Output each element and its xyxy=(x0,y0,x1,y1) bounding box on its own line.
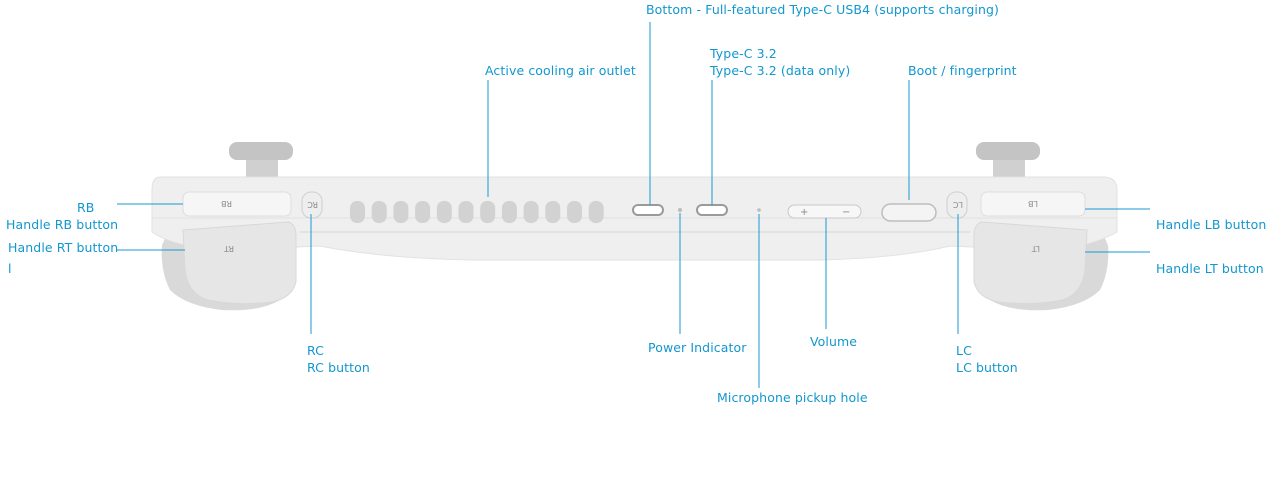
label-rb: RB xyxy=(77,200,95,215)
vent-slot xyxy=(501,201,517,223)
rc-button[interactable] xyxy=(301,191,323,219)
rt-engraving: RT xyxy=(224,244,234,253)
label-microphone: Microphone pickup hole xyxy=(717,390,868,405)
vent-slot xyxy=(371,201,387,223)
label-handle-rt-tail: l xyxy=(8,261,12,276)
usb4-port xyxy=(632,204,664,216)
label-volume: Volume xyxy=(810,334,858,349)
label-lc: LC xyxy=(956,343,972,358)
label-lc-group: LC LC button xyxy=(956,342,1018,376)
vent-slot xyxy=(567,201,582,223)
label-cooling: Active cooling air outlet xyxy=(485,63,636,78)
vent-slot xyxy=(523,201,539,223)
vent-slot xyxy=(588,201,604,223)
label-handle-rb: Handle RB button xyxy=(6,217,119,232)
power-fingerprint-button[interactable] xyxy=(881,203,937,222)
label-power-indicator: Power Indicator xyxy=(648,340,747,355)
label-rc-button: RC button xyxy=(307,360,370,375)
vent-slot xyxy=(393,201,409,223)
type-c-port xyxy=(696,204,728,216)
vent-slot xyxy=(415,201,431,223)
label-rc-group: RC RC button xyxy=(307,342,370,376)
rb-button[interactable] xyxy=(182,191,292,217)
label-rc: RC xyxy=(307,343,324,358)
microphone-hole xyxy=(757,208,761,212)
label-type-c-2: Type-C 3.2 (data only) xyxy=(710,63,851,78)
volume-plus-icon: + xyxy=(800,207,808,218)
lt-engraving: LT xyxy=(1032,244,1040,253)
lb-button[interactable] xyxy=(980,191,1086,217)
vent-slot xyxy=(350,201,365,223)
lt-button[interactable] xyxy=(973,221,1088,305)
left-thumbstick xyxy=(976,142,1040,178)
vent-slot xyxy=(480,201,496,223)
vent-slot xyxy=(545,201,561,223)
label-lc-button: LC button xyxy=(956,360,1018,375)
lc-engraving: LC xyxy=(953,200,963,209)
right-thumbstick xyxy=(229,142,293,178)
rc-engraving: RC xyxy=(307,200,318,209)
label-boot: Boot / fingerprint xyxy=(908,63,1017,78)
power-indicator-led xyxy=(678,208,682,212)
rb-engraving: RB xyxy=(221,199,232,208)
lb-engraving: LB xyxy=(1028,199,1038,208)
label-type-c-1: Type-C 3.2 xyxy=(710,46,777,61)
label-handle-lb: Handle LB button xyxy=(1156,217,1267,232)
vent-slot xyxy=(458,201,474,223)
label-bottom-usb4: Bottom - Full-featured Type-C USB4 (supp… xyxy=(646,2,1000,17)
volume-minus-icon: − xyxy=(842,207,850,218)
cooling-vent xyxy=(350,201,604,223)
label-handle-lt: Handle LT button xyxy=(1156,261,1264,276)
leader-lines xyxy=(117,22,1150,388)
volume-rocker[interactable] xyxy=(787,204,862,219)
lc-button[interactable] xyxy=(946,191,968,219)
vent-slot xyxy=(436,201,452,223)
label-type-c-group: Type-C 3.2 Type-C 3.2 (data only) xyxy=(710,45,850,79)
label-handle-rt: Handle RT button xyxy=(8,240,119,255)
rt-button[interactable] xyxy=(182,221,297,305)
